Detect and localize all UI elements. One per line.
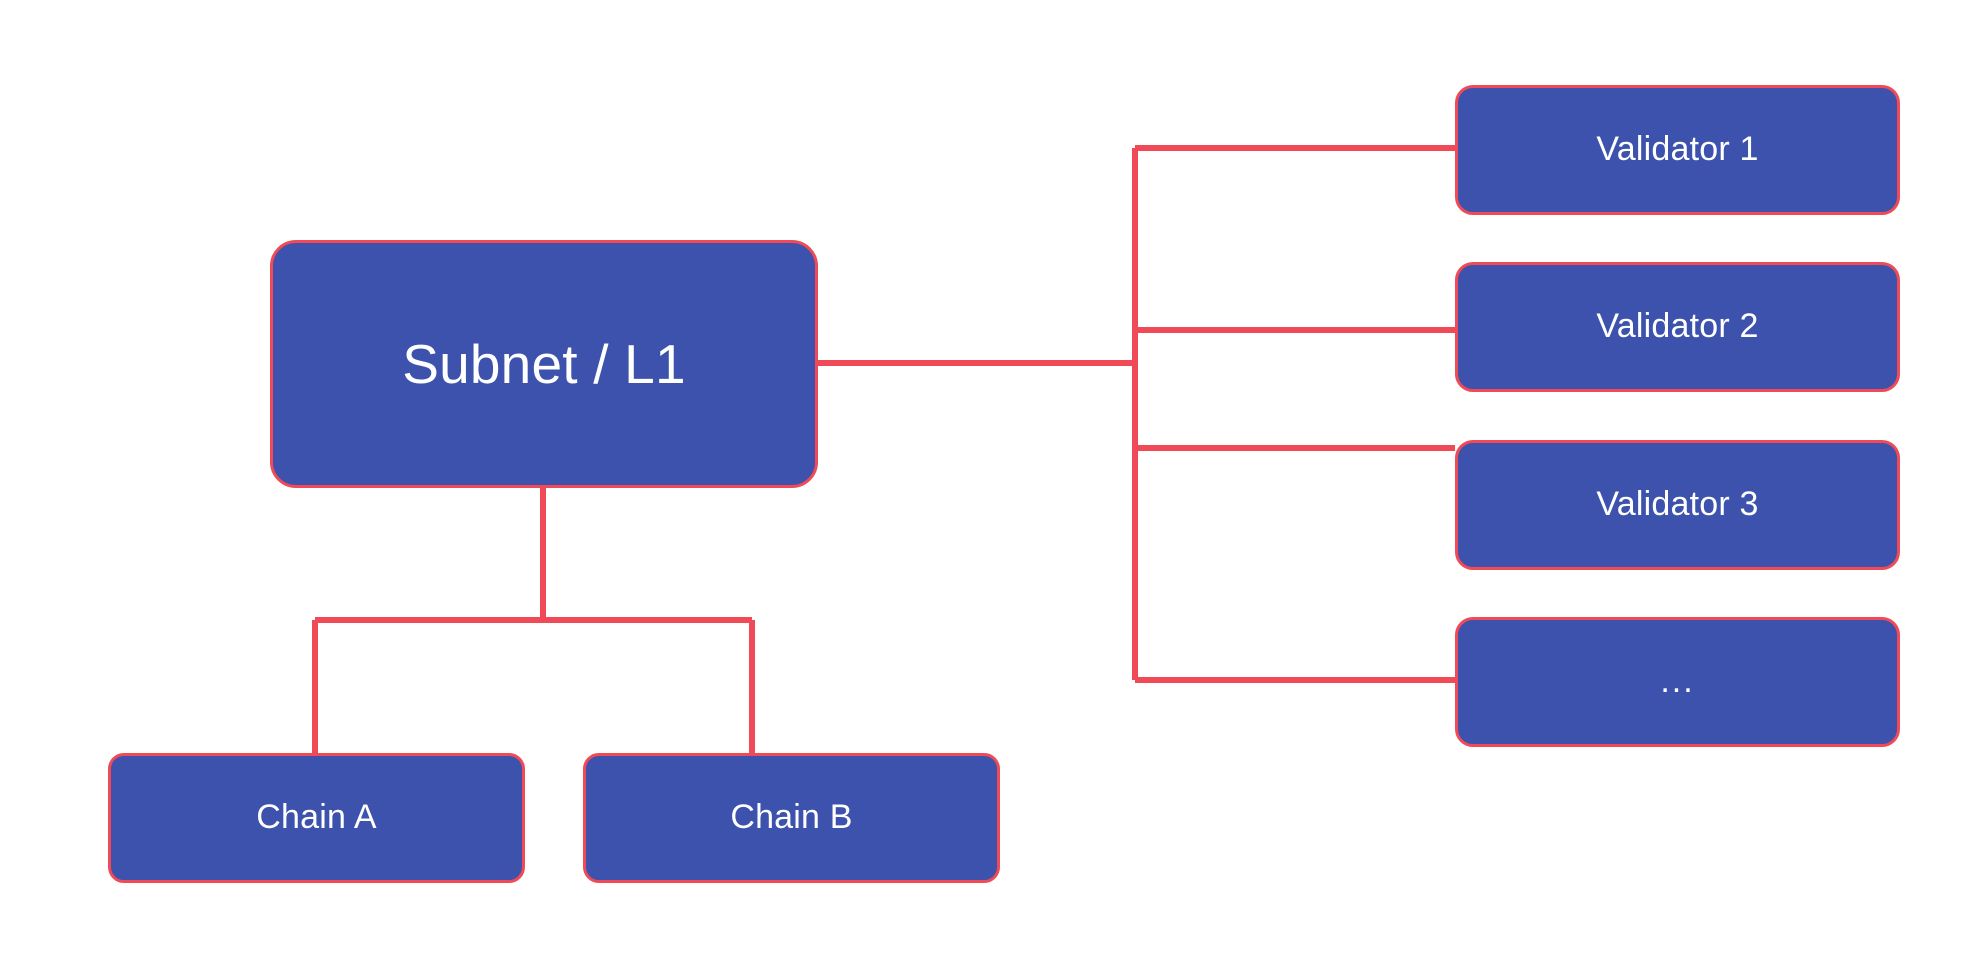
node-subnet-l1-label: Subnet / L1 (402, 332, 686, 395)
node-validator-2-label: Validator 2 (1596, 307, 1759, 346)
node-validator-3[interactable]: Validator 3 (1455, 440, 1900, 570)
node-subnet-l1[interactable]: Subnet / L1 (270, 240, 818, 488)
node-chain-b[interactable]: Chain B (583, 753, 1000, 883)
node-validator-2[interactable]: Validator 2 (1455, 262, 1900, 392)
node-chain-b-label: Chain B (730, 798, 853, 837)
node-validator-3-label: Validator 3 (1596, 485, 1759, 524)
node-validator-1[interactable]: Validator 1 (1455, 85, 1900, 215)
node-validator-more-label: ... (1660, 662, 1695, 701)
node-chain-a-label: Chain A (256, 798, 377, 837)
node-chain-a[interactable]: Chain A (108, 753, 525, 883)
node-validator-1-label: Validator 1 (1596, 130, 1759, 169)
node-validator-more[interactable]: ... (1455, 617, 1900, 747)
